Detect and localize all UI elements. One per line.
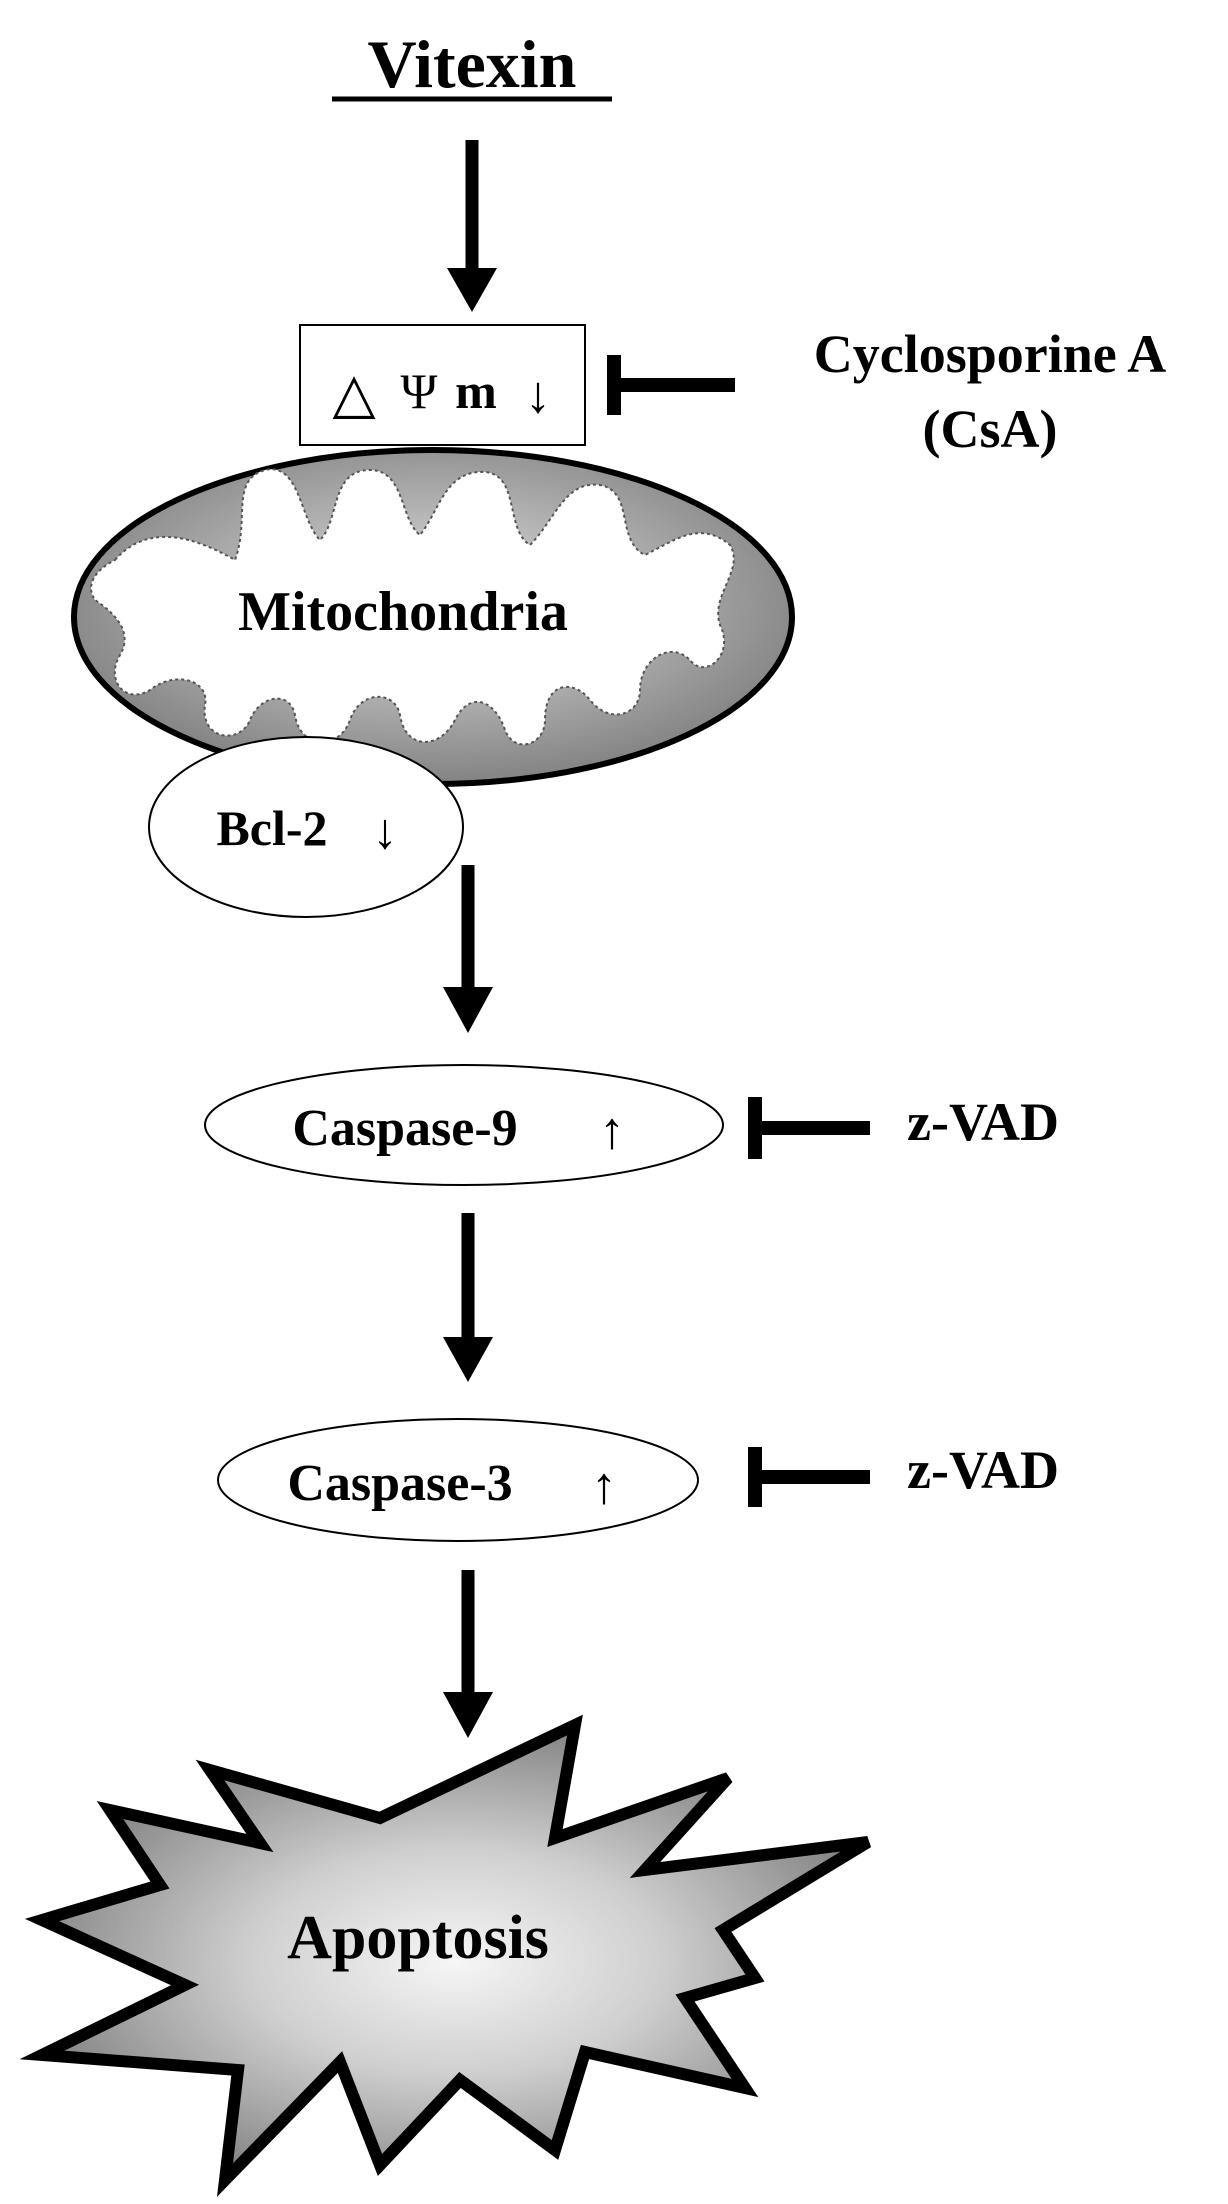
arrow-vitexin-to-potential (447, 140, 497, 312)
bcl2-label: Bcl-2 (216, 800, 327, 856)
inhibition-zvad-caspase9 (748, 1097, 870, 1159)
caspase9-ellipse (204, 1064, 724, 1186)
membrane-potential-label: △ Ψ m ↓ (332, 363, 551, 425)
membrane-potential-box (299, 324, 586, 446)
bcl2-down-arrow-icon: ↓ (373, 803, 398, 859)
inhibitor-zvad-caspase9: z-VAD (907, 1092, 1059, 1152)
mitochondria-cristae (90, 468, 735, 746)
caspase3-up-arrow-icon: ↑ (591, 1458, 617, 1515)
apoptosis-label: Apoptosis (287, 1904, 549, 1972)
psi-symbol: Ψ (401, 363, 438, 419)
title-vitexin: Vitexin (367, 26, 576, 102)
caspase9-up-arrow-icon: ↑ (599, 1103, 625, 1160)
inhibition-zvad-caspase3 (748, 1447, 870, 1507)
mitochondria-label: Mitochondria (238, 581, 568, 643)
arrow-caspase9-to-caspase3 (443, 1213, 493, 1382)
arrow-caspase3-to-apoptosis (443, 1570, 493, 1738)
mitochondria-icon (71, 447, 795, 787)
delta-symbol: △ (332, 363, 375, 425)
arrow-bcl2-to-caspase9 (443, 865, 493, 1033)
bcl2-ellipse (148, 736, 464, 918)
caspase9-label: Caspase-9 (292, 1100, 517, 1157)
inhibitor-zvad-caspase3: z-VAD (907, 1440, 1059, 1500)
apoptosis-burst-icon (19, 1714, 872, 2197)
m-symbol: m (455, 363, 497, 419)
inhibitor-csa-line1: Cyclosporine A (814, 324, 1167, 384)
caspase3-ellipse (217, 1418, 699, 1542)
down-arrow-icon: ↓ (525, 367, 551, 424)
inhibitor-csa-line2: (CsA) (923, 399, 1058, 459)
inhibition-csa (607, 355, 735, 415)
caspase3-label: Caspase-3 (287, 1455, 512, 1512)
